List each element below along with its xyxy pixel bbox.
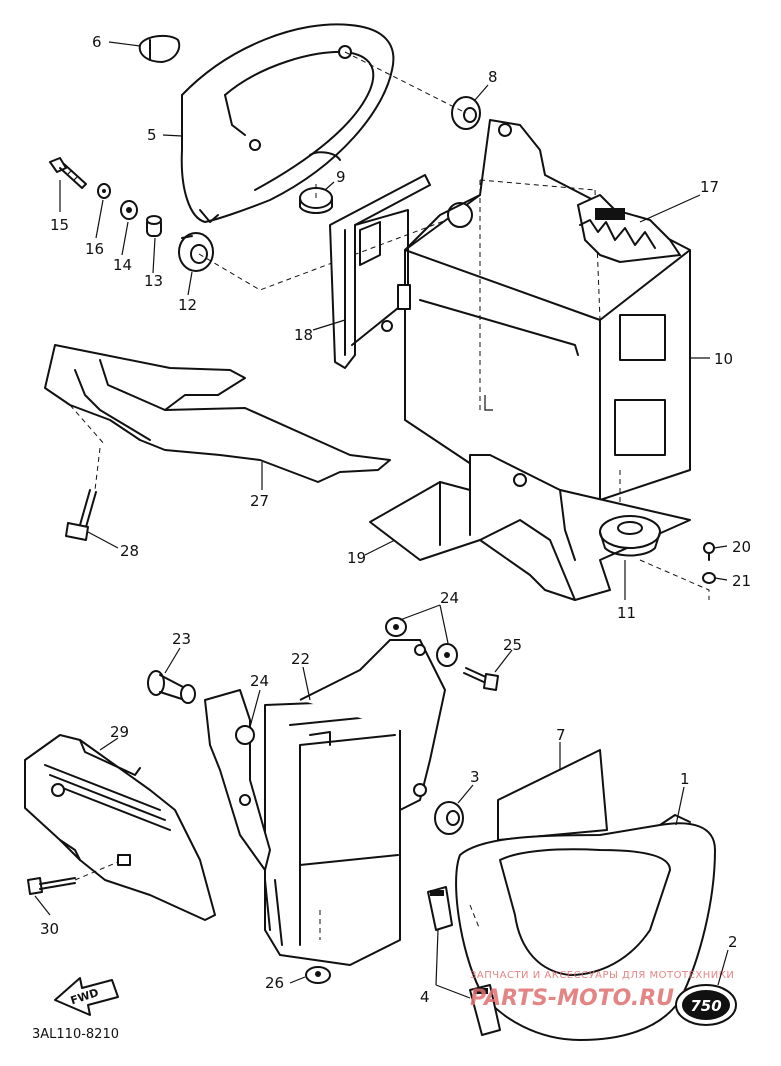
- part-22-air-case: [204, 639, 446, 966]
- part-24-grommets: [385, 617, 458, 667]
- callout-18: 18: [294, 326, 313, 344]
- part-28-bolt: [65, 447, 101, 541]
- part-26-damper: [305, 966, 331, 984]
- callout-3: 3: [470, 768, 480, 786]
- callout-4: 4: [420, 988, 430, 1006]
- callout-21: 21: [732, 572, 751, 590]
- callout-24-lower: 24: [250, 672, 269, 690]
- callout-2: 2: [728, 933, 738, 951]
- callout-20: 20: [732, 538, 751, 556]
- badge-750-text: 750: [690, 997, 721, 1015]
- callout-26: 26: [265, 974, 284, 992]
- callout-11: 11: [617, 604, 636, 622]
- watermark-line1: ЗАПЧАСТИ И АКСЕССУАРЫ ДЛЯ МОТОТЕХНИКИ: [470, 970, 734, 981]
- callout-19: 19: [347, 549, 366, 567]
- part-27-plate: [44, 344, 391, 483]
- part-9-damper: [299, 187, 333, 214]
- part-3-grommet: [434, 801, 464, 835]
- part-17-pad: [577, 194, 681, 263]
- part-25-bolt: [463, 667, 499, 691]
- callout-10: 10: [714, 350, 733, 368]
- part-19-tray: [369, 454, 691, 601]
- callout-12: 12: [178, 296, 197, 314]
- watermark-line2: PARTS-MOTO.RU: [470, 986, 674, 1011]
- callout-28: 28: [120, 542, 139, 560]
- part-6-grommet: [138, 34, 181, 63]
- callout-22: 22: [291, 650, 310, 668]
- drawing-code: 3AL110-8210: [32, 1027, 119, 1042]
- part-29-cover: [24, 734, 216, 921]
- callout-24-upper: 24: [440, 589, 459, 607]
- part-21-washer: [702, 572, 716, 584]
- callout-13: 13: [144, 272, 163, 290]
- callout-25: 25: [503, 636, 522, 654]
- callout-5: 5: [147, 126, 157, 144]
- callout-15: 15: [50, 216, 69, 234]
- callout-29: 29: [110, 723, 129, 741]
- part-5-side-cover: [180, 23, 395, 223]
- callout-17: 17: [700, 178, 719, 196]
- part-13-collar: [146, 215, 162, 237]
- part-7-sheet: [497, 749, 608, 841]
- part-11-damper: [599, 515, 661, 557]
- callout-6: 6: [92, 33, 102, 51]
- part-18-bracket: [329, 174, 431, 369]
- fwd-arrow-icon: FWD: [54, 977, 119, 1016]
- part-30-bolt: [27, 861, 119, 895]
- callout-23: 23: [172, 630, 191, 648]
- callout-7: 7: [556, 726, 566, 744]
- part-4-clips: [427, 886, 501, 1036]
- callout-labels: 1 2 3 4 5 6 7 8 9 10 11 12 13 14 15 16 1…: [40, 33, 751, 1006]
- callout-1: 1: [680, 770, 690, 788]
- leader-lines: [34, 41, 729, 999]
- callout-16: 16: [85, 240, 104, 258]
- part-16-washer: [97, 183, 111, 199]
- callout-27: 27: [250, 492, 269, 510]
- part-10-battery-box: [404, 119, 691, 510]
- callout-14: 14: [113, 256, 132, 274]
- callout-8: 8: [488, 68, 498, 86]
- part-20-bolt: [703, 542, 715, 561]
- part-15-bolt: [49, 157, 87, 189]
- part-14-washer: [120, 200, 138, 220]
- callout-30: 30: [40, 920, 59, 938]
- part-23-pin: [147, 670, 196, 704]
- part-12-grommet: [178, 232, 214, 272]
- watermark: ЗАПЧАСТИ И АКСЕССУАРЫ ДЛЯ МОТОТЕХНИКИ PA…: [470, 970, 734, 1011]
- callout-9: 9: [336, 168, 346, 186]
- part-2-emblem: 750: [675, 984, 737, 1026]
